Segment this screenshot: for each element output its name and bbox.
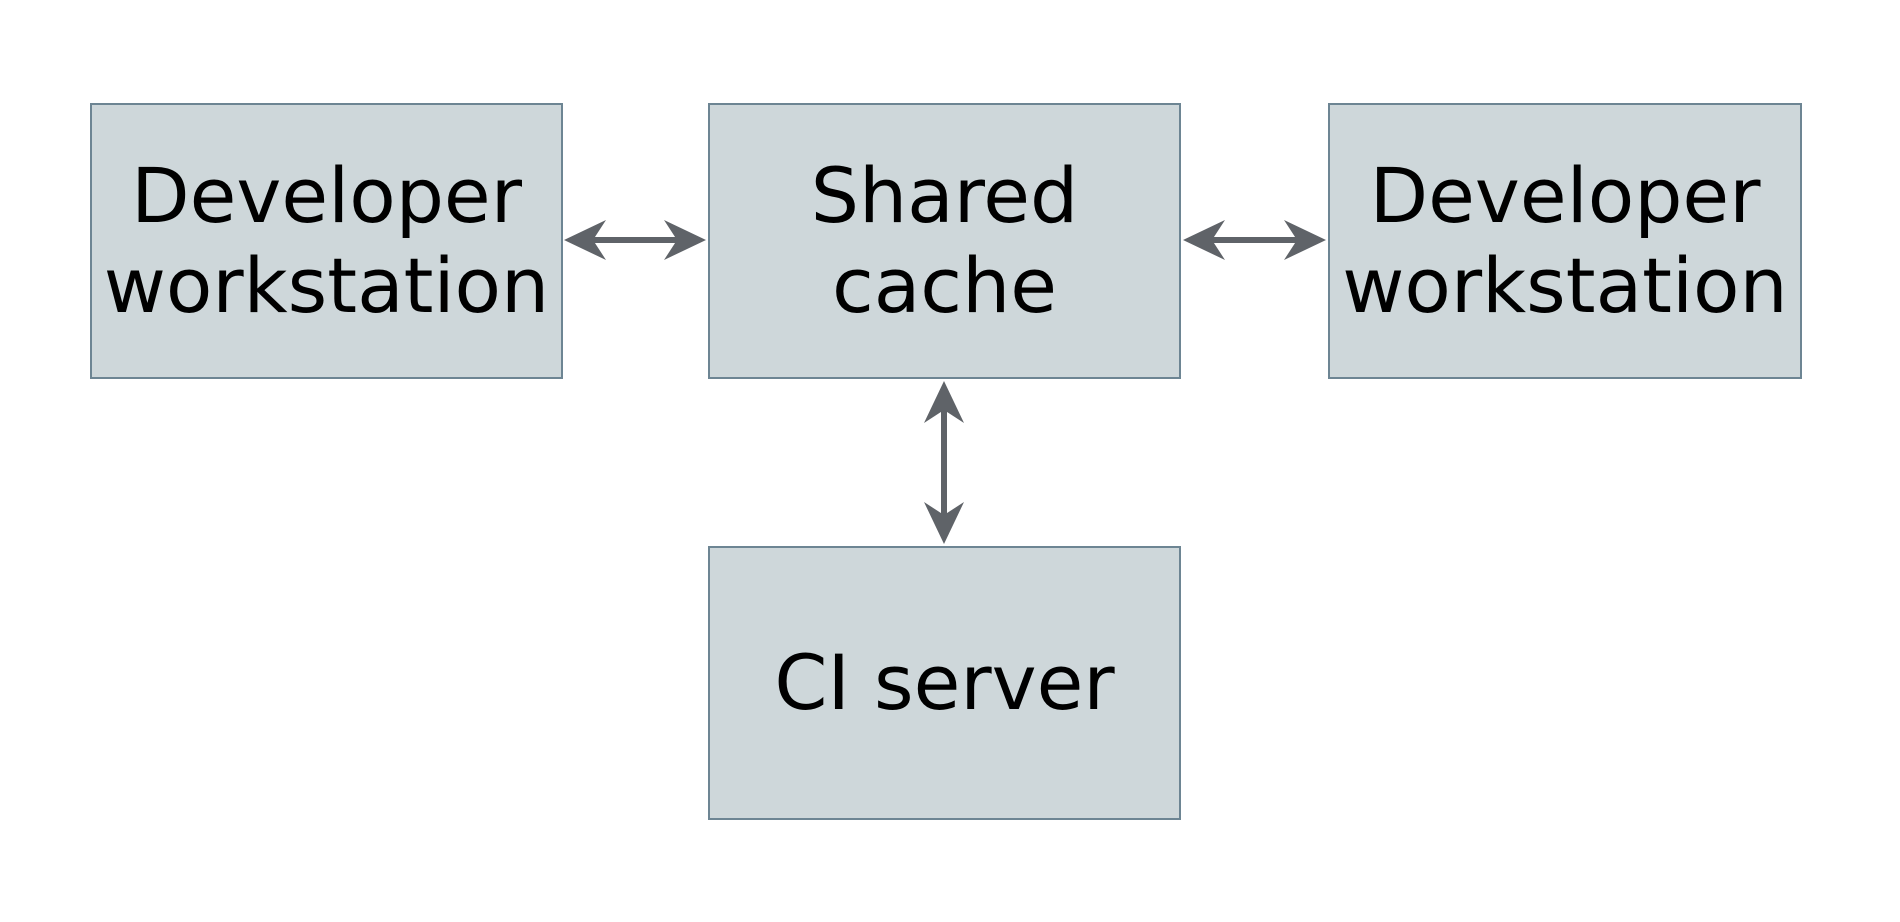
edge-devleft-cache-bidirectional-arrow [564, 220, 706, 260]
node-shared-cache: Shared cache [708, 103, 1181, 379]
node-ci-server: CI server [708, 546, 1181, 820]
node-developer-workstation-right: Developer workstation [1328, 103, 1802, 379]
node-developer-workstation-left: Developer workstation [90, 103, 563, 379]
edge-cache-ciserver-bidirectional-arrow [924, 381, 964, 544]
edge-cache-devright-bidirectional-arrow [1183, 220, 1326, 260]
